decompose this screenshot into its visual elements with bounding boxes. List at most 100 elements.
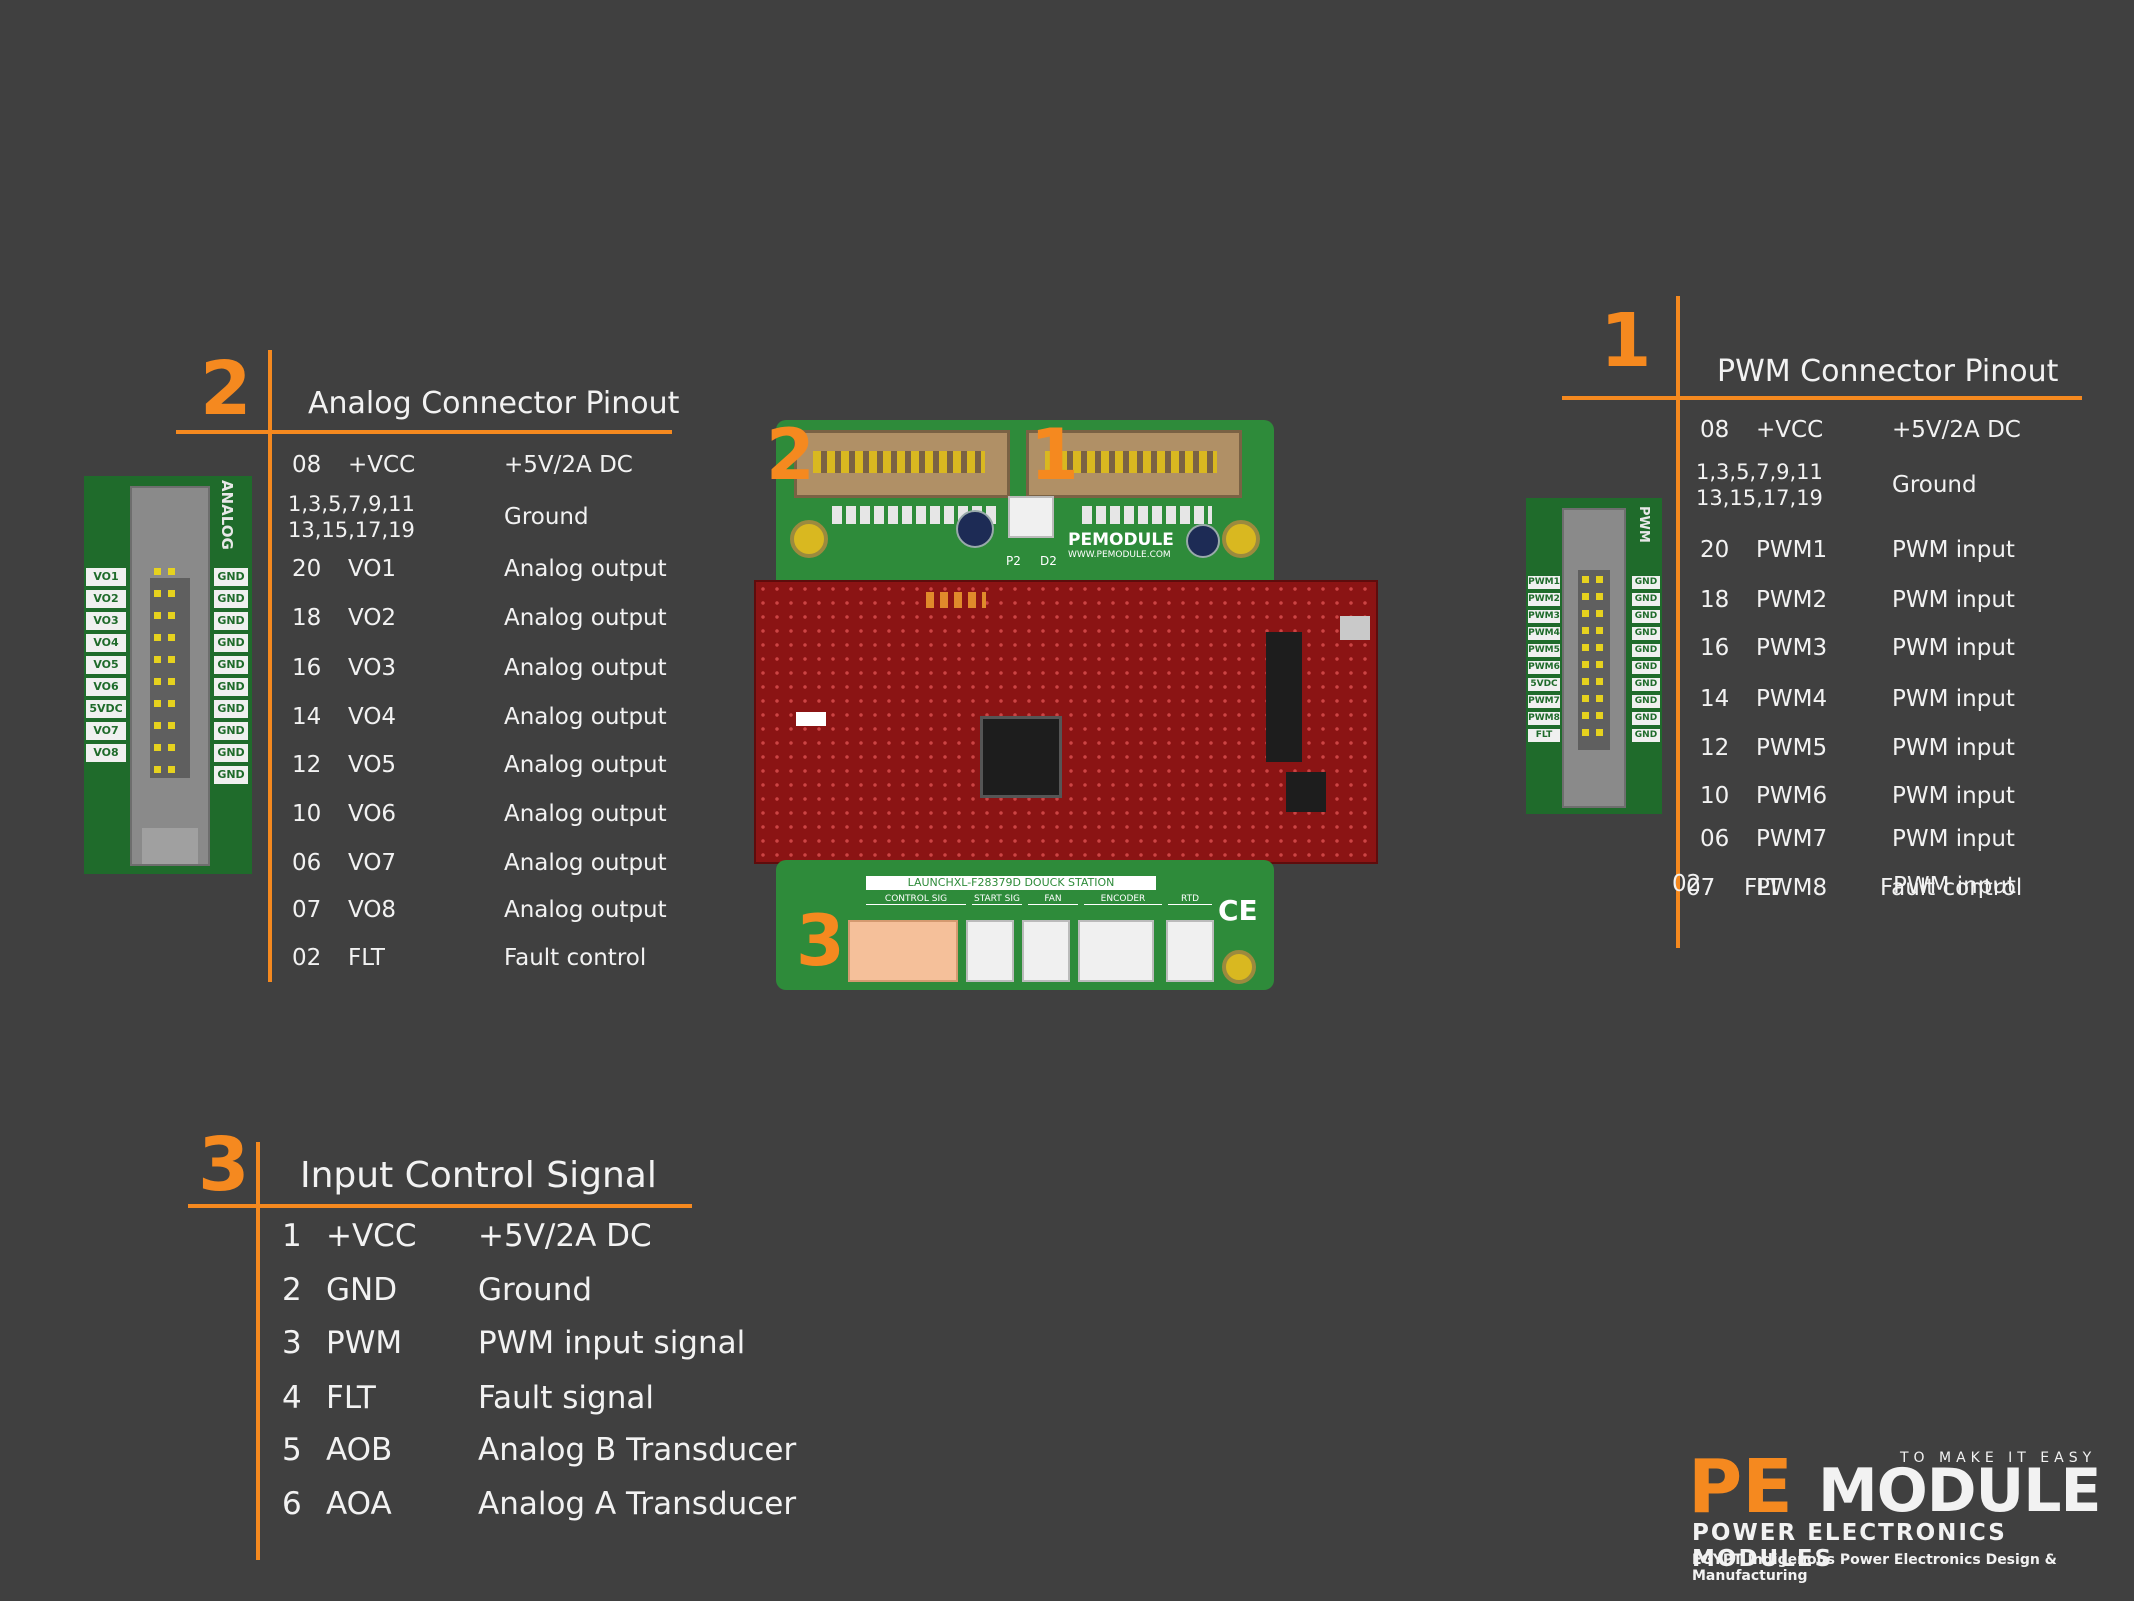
pwm-pin-pin: 1,3,5,7,9,11 13,15,17,19	[1696, 460, 1823, 511]
analog-connector-pin	[154, 634, 161, 641]
analog-pin-desc: +5V/2A DC	[504, 452, 633, 478]
pwm-connector-left-label: PWM6	[1528, 661, 1560, 674]
pwm-connector-pin	[1596, 661, 1603, 668]
board-silk-station: LAUNCHXL-F28379D DOUCK STATION	[866, 876, 1156, 890]
pwm-connector-left-label: PWM1	[1528, 576, 1560, 589]
pwm-pin-name: +VCC	[1756, 417, 1824, 443]
pwm-connector-right-label: GND	[1632, 729, 1660, 742]
analog-pin-pin: 08	[292, 452, 322, 478]
analog-pin-name: VO7	[348, 850, 397, 876]
board-mcu-chip	[980, 716, 1062, 798]
analog-connector-pin	[168, 744, 175, 751]
pwm-connector-left-label: PWM7	[1528, 695, 1560, 708]
board-silk-pins-left	[832, 506, 996, 524]
pwm-pin-pin: 18	[1700, 587, 1730, 613]
analog-connector-pin	[168, 612, 175, 619]
pwm-pin-name: PWM2	[1756, 587, 1828, 613]
logo-strapline: EGYPT Indigenous Power Electronics Desig…	[1692, 1552, 2057, 1584]
analog-pin-pin: 06	[292, 850, 322, 876]
pwm-connector-right-label: GND	[1632, 627, 1660, 640]
pwm-pin-name: PWM6	[1756, 783, 1828, 809]
input-horizontal-rule	[188, 1204, 692, 1208]
board-header-1-pins	[1045, 451, 1217, 473]
pwm-connector-pin	[1582, 644, 1589, 651]
logo-pe: PE	[1688, 1444, 1793, 1530]
analog-connector-right-label: GND	[214, 678, 248, 696]
analog-pin-pin: 10	[292, 801, 322, 827]
analog-connector-left-label: VO4	[86, 634, 126, 652]
pwm-connector-right-label: GND	[1632, 644, 1660, 657]
input-pin-name: AOA	[326, 1486, 392, 1522]
pwm-overlap-row: 07 02 PWM8 FLT PWM input Fault control	[1672, 871, 2086, 914]
pwm-connector-right-label: GND	[1632, 712, 1660, 725]
board-mount-hole-br	[1222, 950, 1256, 984]
board-mount-hole-tl	[790, 520, 828, 558]
analog-pin-desc: Analog output	[504, 605, 667, 631]
board-bottom-carrier: LAUNCHXL-F28379D DOUCK STATION CONTROL S…	[776, 860, 1274, 990]
board-chip-2	[1266, 632, 1302, 762]
pwm-connector-pin	[1582, 661, 1589, 668]
board-marker-3: 3	[796, 900, 845, 982]
pwm-overlap-desc-b: Fault control	[1880, 875, 2023, 901]
pwm-pin-name: PWM5	[1756, 735, 1828, 761]
analog-pin-pin: 1,3,5,7,9,11 13,15,17,19	[288, 492, 415, 543]
input-pin-row: 1+VCC+5V/2A DC	[282, 1218, 702, 1264]
analog-pin-desc: Analog output	[504, 850, 667, 876]
pwm-connector-pin	[1596, 610, 1603, 617]
analog-pin-row: 08 +VCC +5V/2A DC	[292, 451, 712, 491]
board-capacitor-2	[1186, 524, 1220, 558]
board-ce-mark: CE	[1218, 894, 1258, 927]
analog-pin-desc: Analog output	[504, 704, 667, 730]
pwm-pin-pin: 10	[1700, 783, 1730, 809]
pwm-connector-pin	[1596, 712, 1603, 719]
analog-pin-name: +VCC	[348, 452, 416, 478]
analog-pin-name: VO1	[348, 556, 397, 582]
board-silk-pins-right	[1082, 506, 1212, 524]
analog-pin-desc: Analog output	[504, 655, 667, 681]
analog-vertical-rule	[268, 350, 272, 982]
pwm-pin-name: PWM7	[1756, 826, 1828, 852]
board-usb-port	[1340, 616, 1370, 640]
pwm-pin-desc: PWM input	[1892, 826, 2015, 852]
pwm-connector-pin	[1596, 593, 1603, 600]
analog-connector-pin	[154, 568, 161, 575]
analog-connector-pin	[168, 656, 175, 663]
pwm-connector-pin	[1582, 576, 1589, 583]
board-start-sig-connector	[966, 920, 1014, 982]
pwm-pin-name: PWM4	[1756, 686, 1828, 712]
pwm-connector-left-label: FLT	[1528, 729, 1560, 742]
pwm-connector-left-label: 5VDC	[1528, 678, 1560, 691]
board-header-2-pins	[813, 451, 985, 473]
analog-connector-right-label: GND	[214, 744, 248, 762]
input-vertical-rule	[256, 1142, 260, 1560]
analog-pin-pin: 20	[292, 556, 322, 582]
pwm-vertical-rule	[1676, 296, 1680, 948]
analog-pin-desc: Analog output	[504, 897, 667, 923]
pwm-connector-pin	[1582, 627, 1589, 634]
pwm-overlap-desc-a: PWM input	[1893, 873, 2016, 899]
pwm-pin-pin: 16	[1700, 635, 1730, 661]
analog-connector-pin	[154, 766, 161, 773]
pwm-connector-right-label: GND	[1632, 610, 1660, 623]
input-pin-desc: Ground	[478, 1272, 593, 1308]
analog-connector-pin	[168, 590, 175, 597]
analog-connector-left-label: VO2	[86, 590, 126, 608]
input-pin-desc: Analog B Transducer	[478, 1432, 797, 1468]
pwm-connector-pin	[1582, 729, 1589, 736]
input-pin-desc: Fault signal	[478, 1380, 654, 1416]
analog-pin-desc: Analog output	[504, 801, 667, 827]
input-pin-name: +VCC	[326, 1218, 417, 1254]
pwm-connector-pin	[1596, 678, 1603, 685]
analog-connector-pin	[168, 678, 175, 685]
analog-pin-name: VO3	[348, 655, 397, 681]
board-mount-hole-tr	[1222, 520, 1260, 558]
analog-pin-name: FLT	[348, 945, 385, 971]
analog-connector-latch	[142, 828, 198, 864]
analog-pin-pin: 16	[292, 655, 322, 681]
